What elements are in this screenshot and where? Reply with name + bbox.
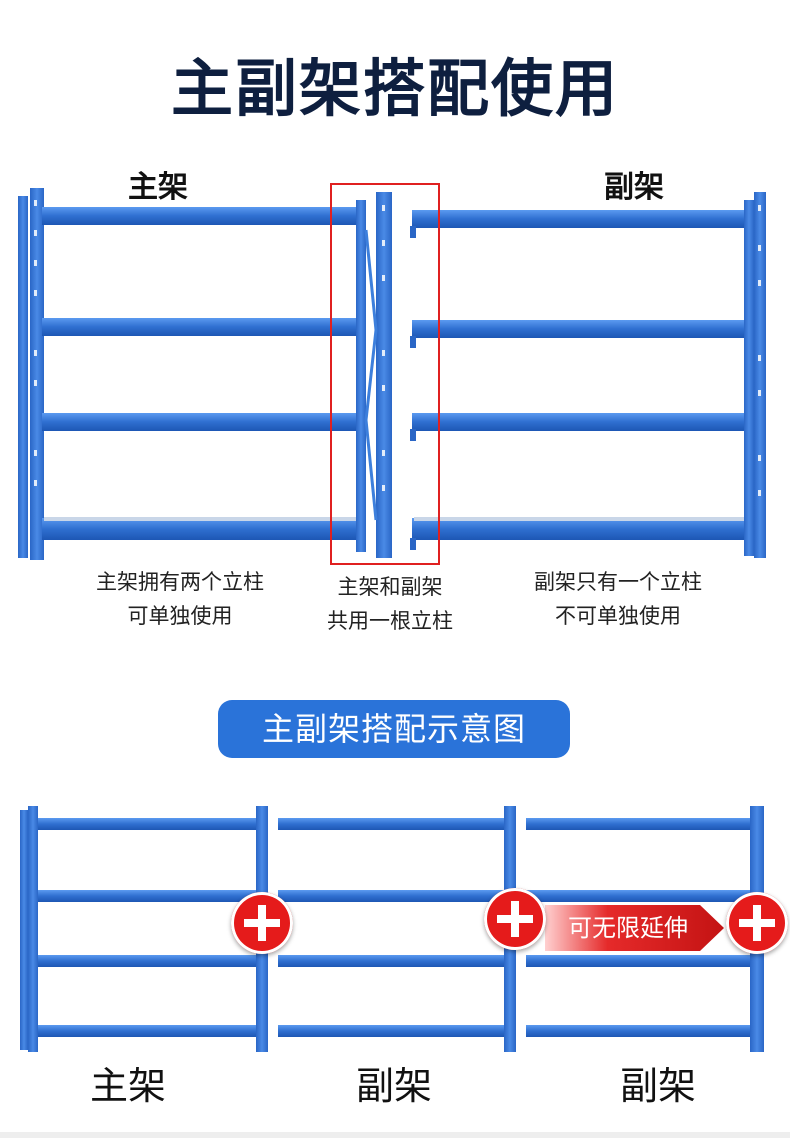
plus-icon xyxy=(726,892,788,954)
bottom-sub-label-1: 副架 xyxy=(356,1064,433,1108)
main-desc-line-2: 可单独使用 xyxy=(127,604,233,628)
arrow-right-icon xyxy=(545,905,724,951)
main-rack-description: 主架拥有两个立柱 可单独使用 xyxy=(70,565,290,633)
main-rack-label: 主架 xyxy=(128,170,188,205)
sub-rack-right-upright xyxy=(744,192,766,558)
shared-description: 主架和副架 共用一根立柱 xyxy=(300,570,480,638)
sub-rack-description: 副架只有一个立柱 不可单独使用 xyxy=(506,565,730,633)
diagram-badge: 主副架搭配示意图 xyxy=(218,700,570,758)
sub-rack-label: 副架 xyxy=(604,170,664,205)
extend-text: 可无限延伸 xyxy=(568,914,688,942)
bottom-main-label: 主架 xyxy=(90,1064,167,1108)
shared-desc-line-1: 主架和副架 xyxy=(337,575,443,599)
shared-desc-line-2: 共用一根立柱 xyxy=(327,609,453,633)
plus-icon xyxy=(231,892,293,954)
main-desc-line-1: 主架拥有两个立柱 xyxy=(96,570,264,594)
main-rack-beams xyxy=(42,207,360,540)
shared-uprights xyxy=(356,192,392,558)
sub-rack-beams xyxy=(410,210,748,550)
main-rack-left-upright xyxy=(18,188,44,560)
bottom-sub-label-2: 副架 xyxy=(620,1064,697,1108)
sub-desc-line-1: 副架只有一个立柱 xyxy=(534,570,702,594)
sub-desc-line-2: 不可单独使用 xyxy=(555,604,681,628)
shared-upright-highlight xyxy=(330,183,440,565)
divider xyxy=(0,1132,790,1138)
page-title: 主副架搭配使用 xyxy=(170,52,619,125)
plus-icon xyxy=(484,888,546,950)
